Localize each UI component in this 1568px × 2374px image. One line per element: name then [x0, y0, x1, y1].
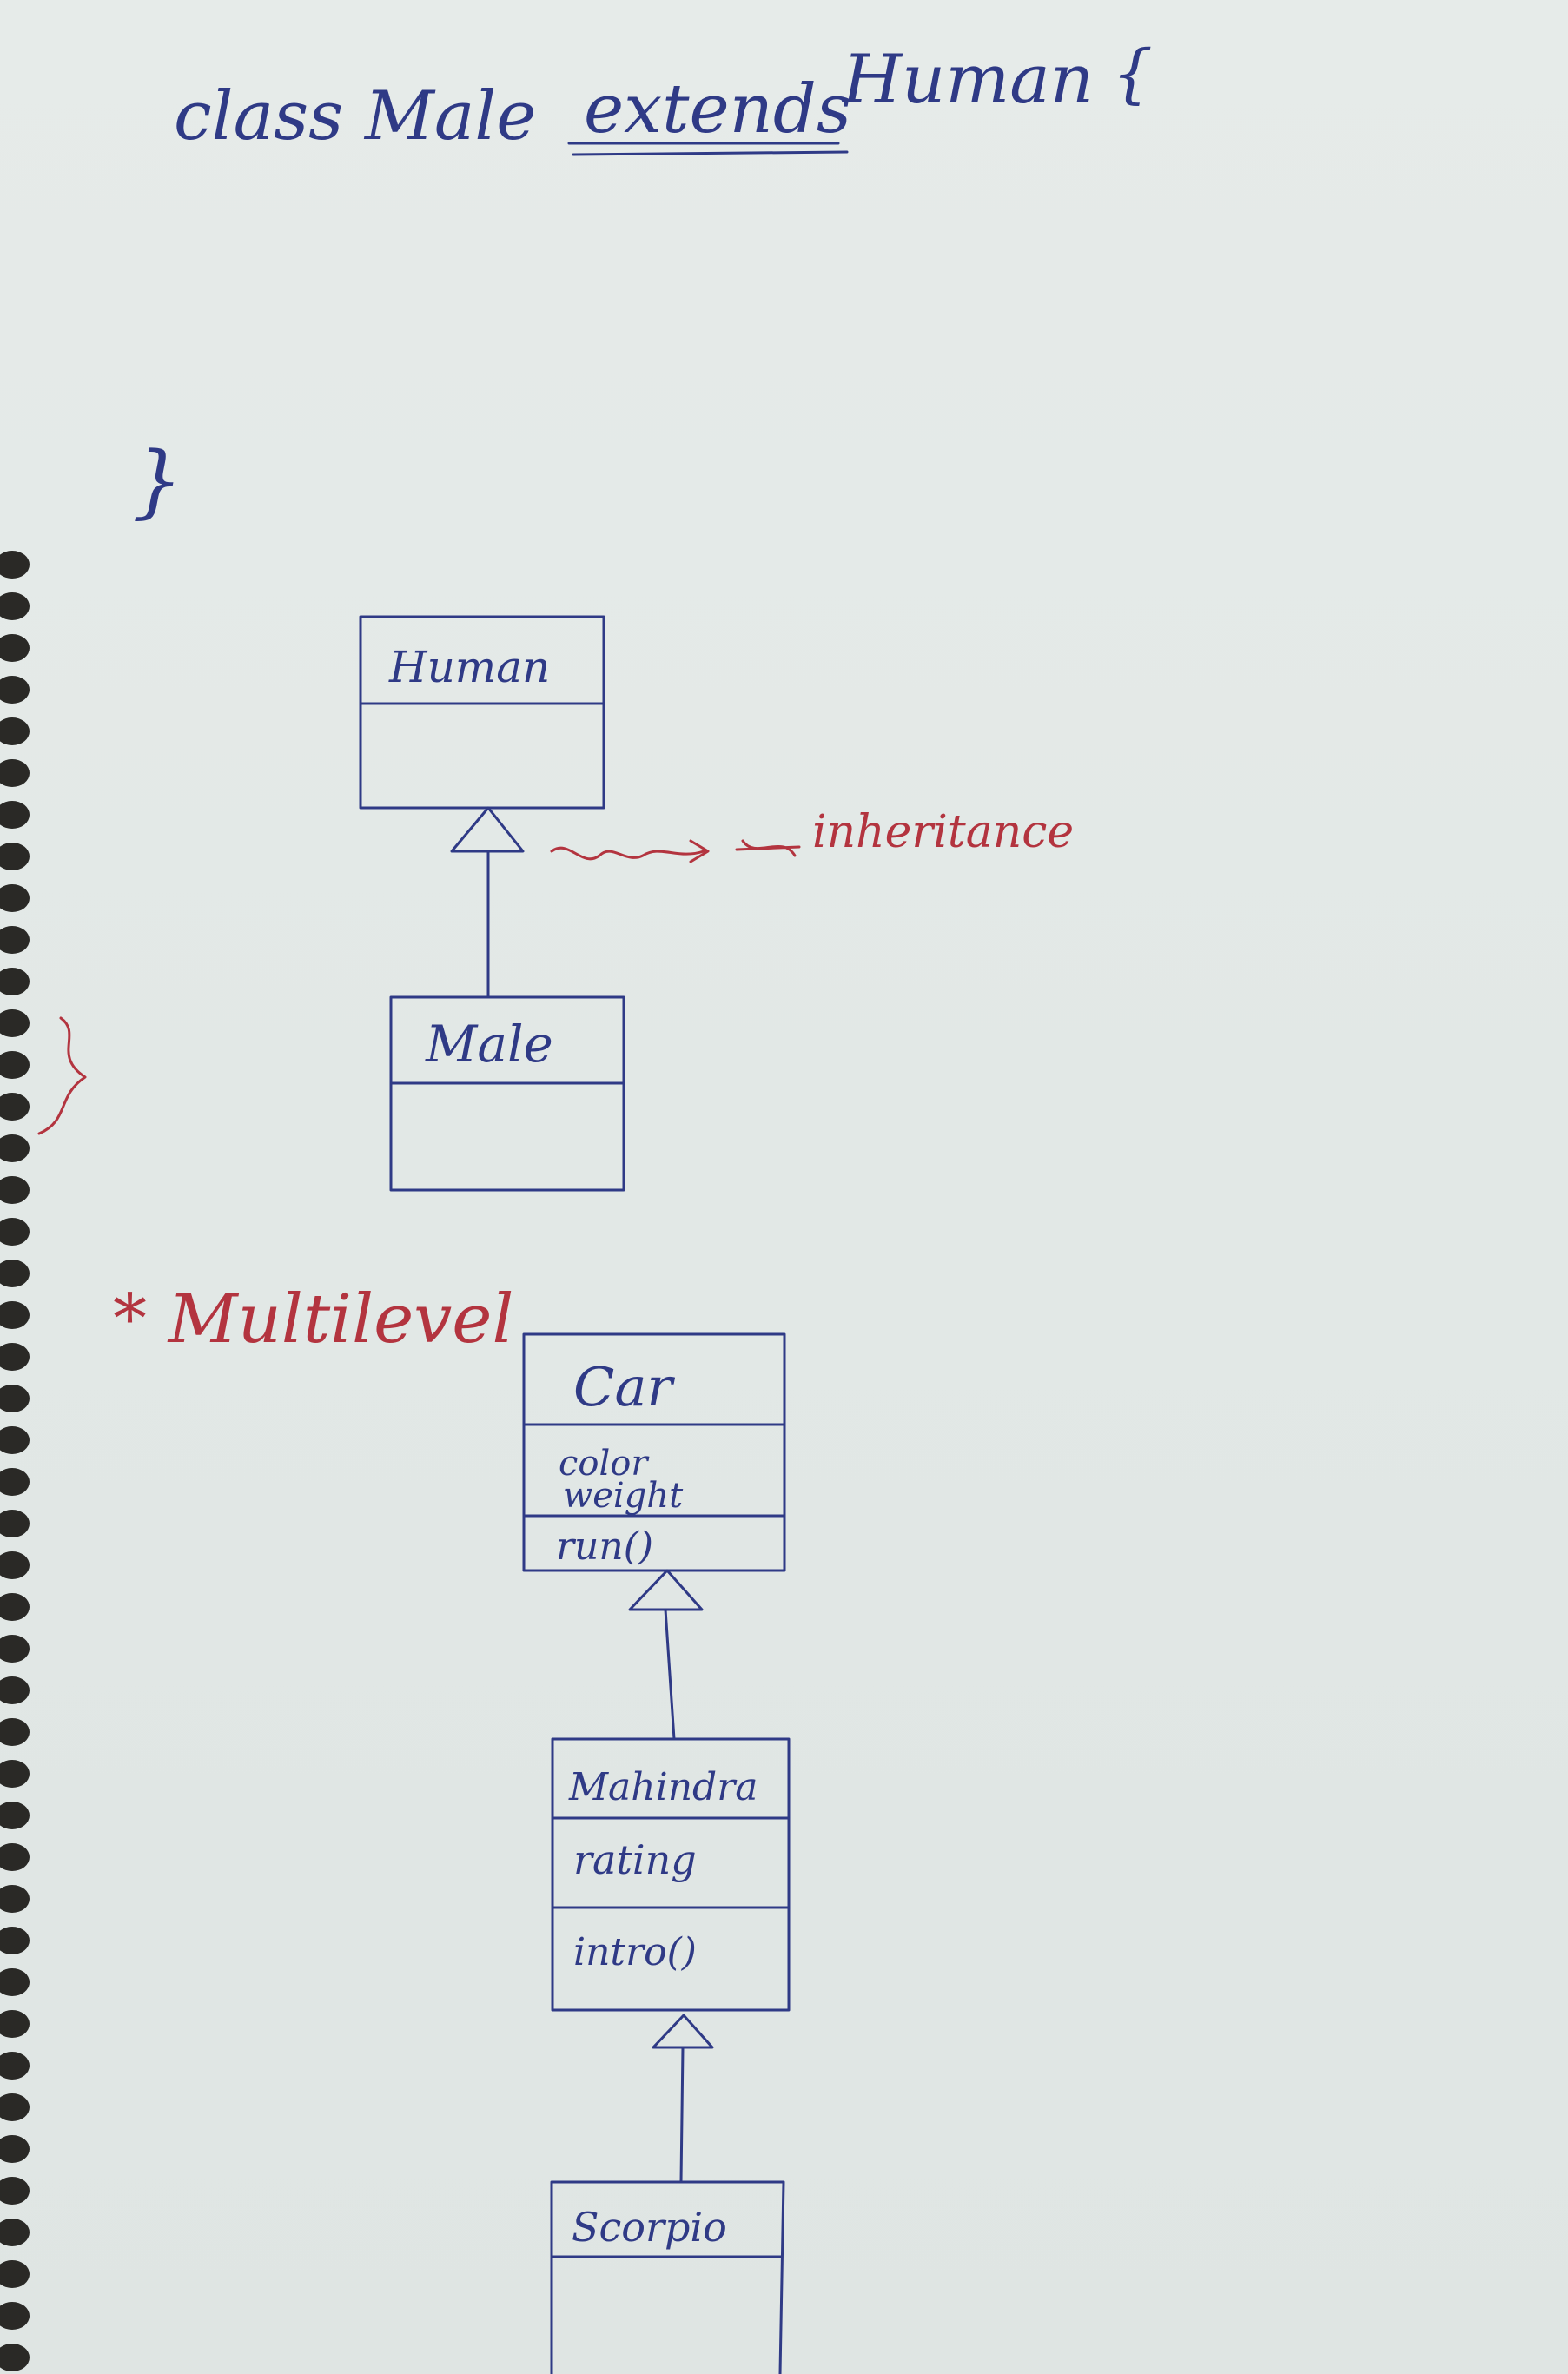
- spiral-ring: [0, 551, 30, 579]
- spiral-ring: [0, 926, 30, 954]
- spiral-ring: [0, 801, 30, 829]
- spiral-ring: [0, 1927, 30, 1954]
- code-class-declaration: class Male: [174, 77, 536, 155]
- note-scribble: [735, 839, 801, 857]
- spiral-ring: [0, 2344, 30, 2371]
- spiral-ring: [0, 592, 30, 620]
- spiral-ring: [0, 2093, 30, 2121]
- spiral-ring: [0, 1343, 30, 1371]
- inheritance-line: [679, 2046, 685, 2184]
- mahindra-method-intro: intro(): [573, 1930, 697, 1974]
- spiral-ring: [0, 968, 30, 995]
- spiral-ring: [0, 1510, 30, 1537]
- class-box-human: Human: [359, 615, 605, 810]
- spiral-ring: [0, 676, 30, 704]
- class-box-scorpio: Scorpio: [550, 2180, 785, 2374]
- inheritance-line: [664, 1608, 676, 1741]
- spiral-ring: [0, 1134, 30, 1162]
- spiral-ring: [0, 2219, 30, 2246]
- class-name-mahindra: Mahindra: [568, 1765, 758, 1809]
- spiral-ring: [0, 1843, 30, 1871]
- inheritance-arrowhead: [652, 2014, 714, 2049]
- class-box-male: Male: [389, 995, 625, 1192]
- code-open-brace: {: [1112, 36, 1153, 111]
- note-squiggle-arrow: [550, 846, 705, 861]
- spiral-ring: [0, 1718, 30, 1746]
- inheritance-note: inheritance: [812, 806, 1074, 858]
- mahindra-attribute-rating: rating: [573, 1836, 697, 1883]
- class-name-scorpio: Scorpio: [572, 2204, 727, 2251]
- car-attribute-color: color: [559, 1444, 650, 1484]
- code-close-brace: }: [132, 434, 183, 527]
- spiral-ring: [0, 1426, 30, 1454]
- spiral-ring: [0, 2052, 30, 2080]
- spiral-ring: [0, 1260, 30, 1287]
- spiral-ring: [0, 759, 30, 787]
- class-name-car: Car: [573, 1355, 675, 1418]
- spiral-ring: [0, 1593, 30, 1621]
- spiral-ring: [0, 1635, 30, 1663]
- spiral-binding: [0, 551, 30, 2371]
- class-box-mahindra: Mahindra rating intro(): [551, 1737, 791, 2012]
- margin-squiggle-mark: [37, 1016, 87, 1135]
- spiral-ring: [0, 843, 30, 870]
- car-attribute-weight: weight: [563, 1476, 684, 1516]
- spiral-ring: [0, 1760, 30, 1788]
- spiral-ring: [0, 2260, 30, 2288]
- spiral-ring: [0, 634, 30, 662]
- spiral-ring: [0, 1176, 30, 1204]
- spiral-ring: [0, 1385, 30, 1412]
- multilevel-heading: * Multilevel: [113, 1280, 513, 1359]
- inheritance-arrowhead: [450, 806, 525, 853]
- class-name-male: Male: [425, 1015, 553, 1074]
- spiral-ring: [0, 2177, 30, 2205]
- spiral-ring: [0, 1218, 30, 1246]
- spiral-ring: [0, 2302, 30, 2330]
- spiral-ring: [0, 1676, 30, 1704]
- code-extends-keyword: extends: [584, 70, 851, 149]
- extends-underline-2: [572, 150, 849, 156]
- note-arrowhead: [689, 839, 710, 863]
- spiral-ring: [0, 1968, 30, 1996]
- spiral-ring: [0, 1468, 30, 1496]
- code-parent-class: Human: [841, 41, 1094, 119]
- spiral-ring: [0, 1051, 30, 1079]
- spiral-ring: [0, 1802, 30, 1829]
- spiral-ring: [0, 1551, 30, 1579]
- car-method-run: run(): [556, 1524, 653, 1569]
- spiral-ring: [0, 1301, 30, 1329]
- spiral-ring: [0, 884, 30, 912]
- class-box-car: Car color weight run(): [522, 1332, 786, 1572]
- inheritance-arrowhead: [628, 1569, 704, 1611]
- class-name-human: Human: [388, 642, 550, 692]
- spiral-ring: [0, 717, 30, 745]
- spiral-ring: [0, 1009, 30, 1037]
- spiral-ring: [0, 1093, 30, 1121]
- spiral-ring: [0, 2010, 30, 2038]
- spiral-ring: [0, 2135, 30, 2163]
- spiral-ring: [0, 1885, 30, 1913]
